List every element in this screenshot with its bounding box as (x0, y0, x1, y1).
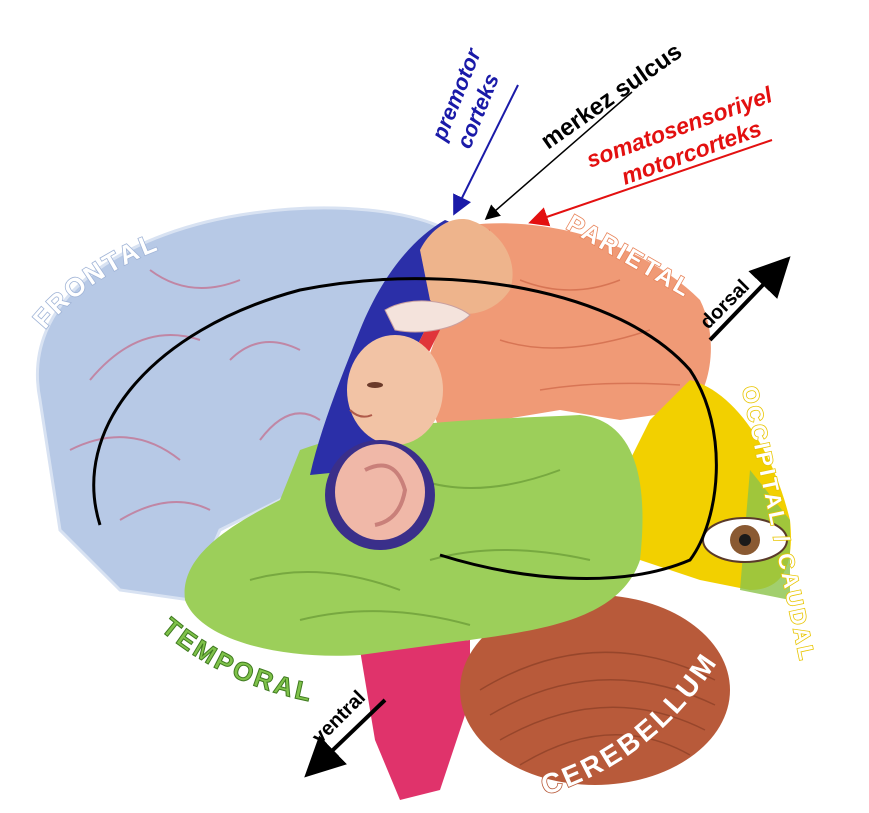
face-drawing (347, 335, 443, 445)
ventral-label: ventral (308, 687, 370, 749)
brainstem (360, 640, 470, 800)
